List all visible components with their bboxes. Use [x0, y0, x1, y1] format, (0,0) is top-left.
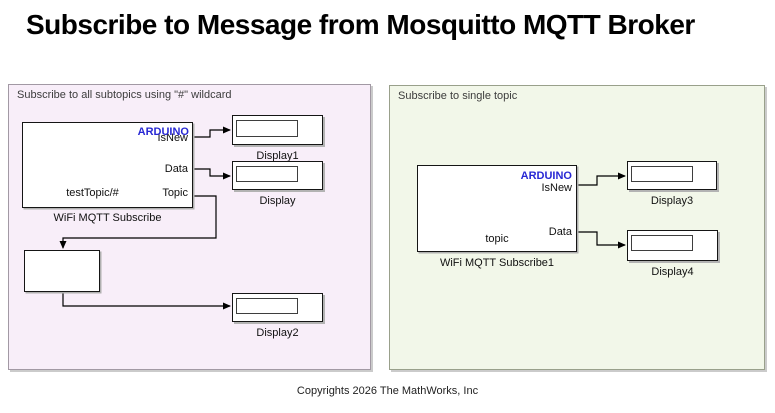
arduino-brand-label: ARDUINO: [520, 170, 572, 182]
wifi-mqtt-subscribe-block[interactable]: ARDUINO IsNew Data Topic testTopic/#: [22, 122, 193, 208]
display-value-box: [631, 235, 693, 251]
block-name-wifi-mqtt-subscribe1: WiFi MQTT Subscribe1: [439, 257, 555, 269]
display-block[interactable]: [232, 161, 323, 190]
wire-block-to-display2[interactable]: [62, 292, 231, 310]
port-label-isnew: IsNew: [157, 132, 188, 144]
arduino-brand-label: ARDUINO: [137, 126, 189, 138]
block-name-display2: Display2: [256, 327, 299, 339]
block-name-display4: Display4: [651, 266, 694, 278]
model-title: Subscribe to Message from Mosquitto MQTT…: [26, 9, 695, 40]
topic-param-label: testTopic/#: [66, 187, 119, 199]
display2-block[interactable]: [232, 293, 323, 322]
display4-block[interactable]: [627, 230, 718, 261]
block-name-display: Display: [259, 195, 296, 207]
display-value-box: [236, 120, 298, 137]
wire-isnew1-to-display3[interactable]: [577, 172, 626, 186]
wire-data1-to-display4[interactable]: [577, 231, 626, 249]
display1-block[interactable]: [232, 115, 323, 145]
port-label-data: Data: [548, 226, 572, 238]
port-label-isnew: IsNew: [541, 182, 572, 194]
wifi-mqtt-subscribe1-block[interactable]: ARDUINO IsNew Data topic: [417, 165, 577, 252]
display-value-box: [236, 298, 298, 314]
port-label-topic: Topic: [162, 187, 188, 199]
block-name-wifi-mqtt-subscribe: WiFi MQTT Subscribe: [53, 212, 162, 224]
display3-block[interactable]: [627, 161, 717, 190]
copyright-text: Copyrights 2026 The MathWorks, Inc: [296, 385, 479, 397]
block-name-display1: Display1: [256, 150, 299, 162]
wire-topic-to-block[interactable]: [59, 195, 217, 249]
wire-isnew-to-display1[interactable]: [193, 126, 231, 138]
unnamed-block[interactable]: [24, 250, 100, 292]
port-label-data: Data: [164, 163, 188, 175]
display-value-box: [236, 166, 298, 182]
display-value-box: [631, 166, 693, 182]
block-name-display3: Display3: [650, 195, 694, 207]
wire-data-to-display[interactable]: [193, 168, 231, 180]
topic-param-label: topic: [485, 233, 509, 245]
area-right-label: Subscribe to single topic: [398, 90, 518, 102]
area-left-label: Subscribe to all subtopics using "#" wil…: [17, 89, 232, 101]
